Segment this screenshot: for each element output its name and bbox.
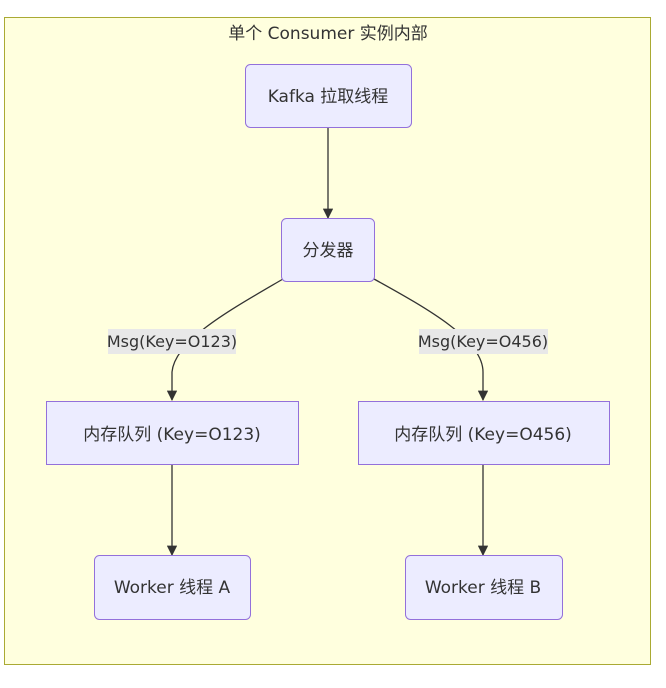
node-label: 分发器 [303,241,354,261]
node-label: 内存队列 (Key=O123) [83,425,261,445]
node-queue-o456[interactable]: 内存队列 (Key=O456) [358,401,610,465]
cluster-title: 单个 Consumer 实例内部 [228,24,428,44]
edge-label-msg-o123: Msg(Key=O123) [107,329,237,354]
node-worker-b[interactable]: Worker 线程 B [405,555,563,620]
node-queue-o123[interactable]: 内存队列 (Key=O123) [46,401,299,465]
edge-label-text: Msg(Key=O456) [418,332,548,351]
edge-dispatcher-to-queue-b [373,278,489,402]
edges [166,128,489,557]
node-label: Worker 线程 B [425,578,541,598]
node-dispatcher[interactable]: 分发器 [281,218,375,282]
edge-label-msg-o456: Msg(Key=O456) [418,329,548,354]
node-worker-a[interactable]: Worker 线程 A [94,555,251,620]
node-label: Worker 线程 A [114,578,231,598]
edge-dispatcher-to-queue-a [166,278,284,402]
edge-label-text: Msg(Key=O123) [107,332,237,351]
node-kafka-fetcher[interactable]: Kafka 拉取线程 [245,64,412,128]
node-label: 内存队列 (Key=O456) [394,425,572,445]
node-label: Kafka 拉取线程 [268,87,389,107]
